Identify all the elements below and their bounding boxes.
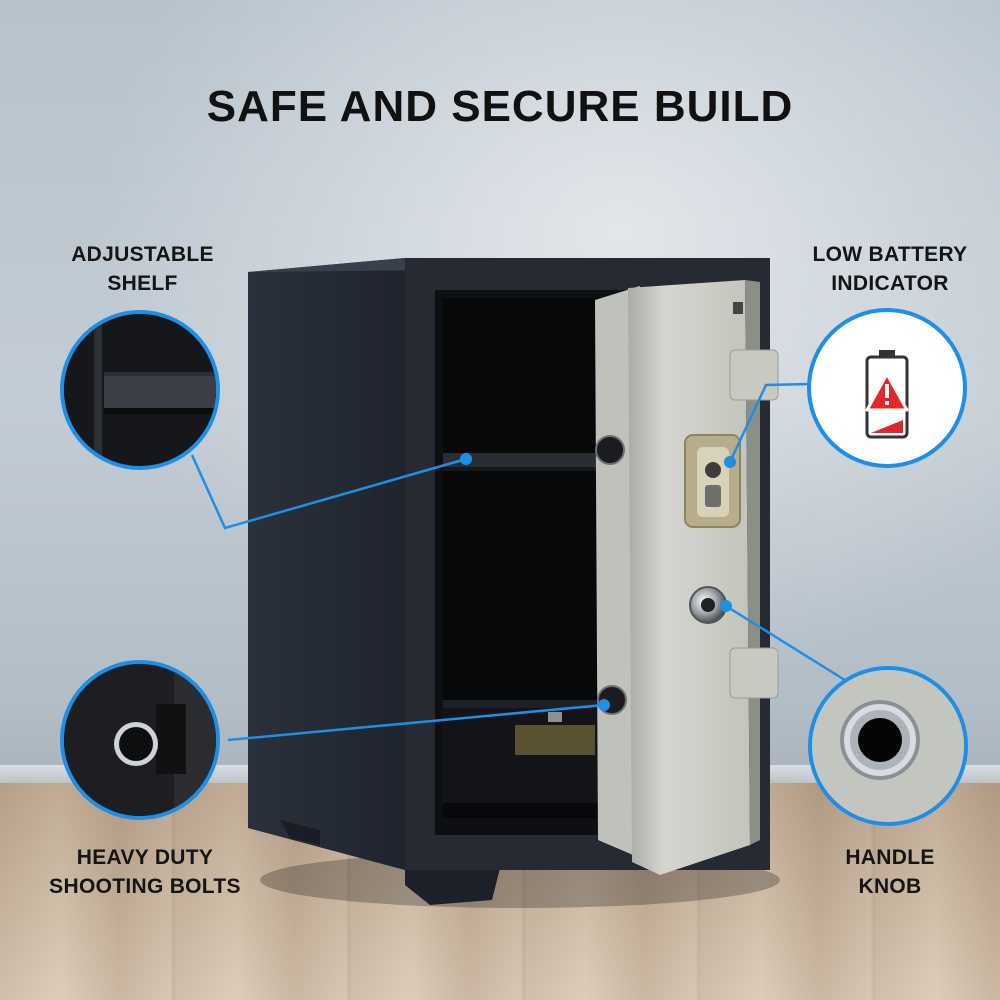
drawer-handle bbox=[515, 725, 595, 755]
safe-door-edge bbox=[595, 286, 640, 858]
hinge-bottom bbox=[729, 647, 779, 699]
safe-shelf bbox=[443, 453, 628, 467]
label-line: SHOOTING BOLTS bbox=[49, 875, 241, 898]
label-line: SHELF bbox=[107, 272, 178, 295]
label-line: ADJUSTABLE bbox=[71, 243, 214, 266]
safe-drawer bbox=[443, 708, 628, 803]
safe-foot-left bbox=[280, 820, 320, 845]
hinge-top bbox=[729, 349, 779, 401]
label-adjustable-shelf: ADJUSTABLE SHELF bbox=[55, 240, 230, 298]
low-battery-warning-icon bbox=[865, 350, 909, 439]
detail-circle-knob bbox=[808, 666, 968, 826]
safe-foot-front bbox=[405, 860, 500, 905]
callout-dot-shelf bbox=[460, 453, 472, 465]
label-handle-knob: HANDLE KNOB bbox=[825, 843, 955, 901]
callout-line-shelf bbox=[190, 454, 467, 530]
label-line: KNOB bbox=[858, 875, 922, 898]
detail-circle-shelf bbox=[60, 310, 220, 470]
label-line: INDICATOR bbox=[831, 272, 949, 295]
callout-dot-knob bbox=[720, 600, 732, 612]
label-line: HANDLE bbox=[845, 846, 935, 869]
callout-dot-bolts bbox=[598, 699, 610, 711]
bolt-top bbox=[595, 435, 625, 465]
callout-line-bolts bbox=[227, 703, 605, 742]
label-shooting-bolts: HEAVY DUTY SHOOTING BOLTS bbox=[40, 843, 250, 901]
label-line: HEAVY DUTY bbox=[76, 846, 214, 869]
callout-dot-battery bbox=[724, 456, 736, 468]
detail-circle-bolts bbox=[60, 660, 220, 820]
label-low-battery: LOW BATTERY INDICATOR bbox=[805, 240, 975, 298]
detail-circle-battery bbox=[807, 308, 967, 468]
safe-side-panel bbox=[248, 258, 405, 870]
callout-line-knob bbox=[725, 604, 849, 684]
label-line: LOW BATTERY bbox=[812, 243, 968, 266]
page-title: SAFE AND SECURE BUILD bbox=[206, 82, 794, 131]
callout-line-battery bbox=[728, 382, 812, 463]
safe-door bbox=[628, 280, 750, 875]
